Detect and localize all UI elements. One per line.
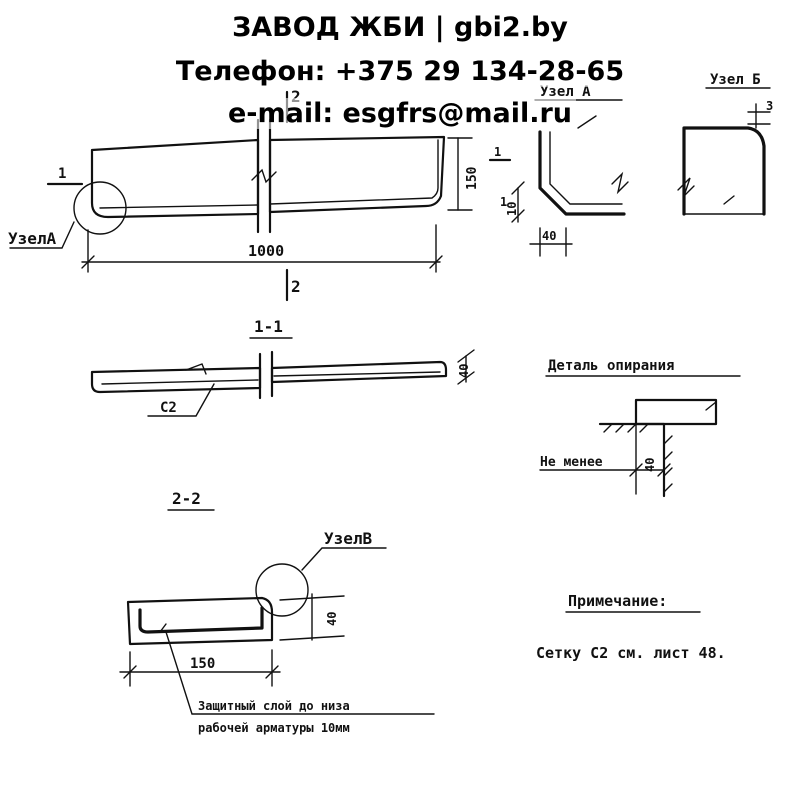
node-a-title: Узел А (540, 84, 591, 100)
section-mark-2-bottom: 2 (291, 277, 301, 296)
plan-side-mark: 1 (494, 145, 501, 159)
section-2-2-width-dim: 150 (190, 656, 215, 672)
header-phone-text: Телефон: +375 29 134-28-65 (171, 56, 629, 87)
note-block: Примечание: Сетку С2 см. лист 48. (536, 592, 726, 662)
section-1-1: 1-1 40 С2 (90, 317, 475, 417)
node-a-label: УзелА (8, 229, 57, 248)
plan-view: 2 2 1 УзелА 150 1 1000 (8, 87, 512, 302)
section-1-1-thickness-dim: 40 (457, 364, 471, 378)
cover-note-line2: рабочей арматуры 10мм (198, 721, 350, 735)
node-v-callout-circle (255, 563, 309, 617)
header-company-text: ЗАВОД ЖБИ | gbi2.by (228, 12, 572, 43)
section-2-2-height-dim: 40 (325, 612, 339, 626)
section-2-2-title: 2-2 (172, 489, 201, 508)
header-email-text: e-mail: esgfrs@mail.ru (223, 98, 577, 129)
section-2-2: 2-2 УзелВ 40 150 Защитный слой до низа р… (119, 489, 435, 735)
support-not-less-label: Не менее (540, 455, 603, 470)
cover-note-line1: Защитный слой до низа (198, 699, 350, 713)
node-a-callout-circle (73, 181, 127, 235)
node-a-dim-horizontal: 40 (542, 229, 556, 243)
header-email: e-mail: esgfrs@mail.ru (0, 98, 800, 129)
section-mark-2-top: 2 (291, 87, 301, 106)
note-text: Сетку С2 см. лист 48. (536, 644, 726, 662)
node-b-title: Узел Б (710, 72, 761, 88)
header-phone: Телефон: +375 29 134-28-65 (0, 56, 800, 87)
node-a-mark: 1 (500, 195, 507, 209)
plan-height-dim: 150 (465, 166, 480, 190)
note-title: Примечание: (568, 592, 667, 610)
node-b-detail: Узел Б 3 (677, 72, 773, 216)
node-b-dim: 3 (766, 99, 773, 113)
node-a-detail: Узел А 10 40 1 (500, 84, 629, 257)
node-a-dim-vertical: 10 (505, 202, 519, 216)
support-detail: Деталь опирания Не менее 40 (539, 358, 741, 498)
header-company: ЗАВОД ЖБИ | gbi2.by (0, 12, 800, 43)
node-v-label: УзелВ (324, 529, 373, 548)
plan-length-dim: 1000 (248, 242, 284, 260)
support-detail-title: Деталь опирания (548, 358, 674, 374)
section-1-1-title: 1-1 (254, 317, 283, 336)
section-1-1-mesh-label: С2 (160, 400, 177, 416)
support-dim: 40 (643, 458, 657, 472)
section-mark-1: 1 (58, 166, 66, 182)
